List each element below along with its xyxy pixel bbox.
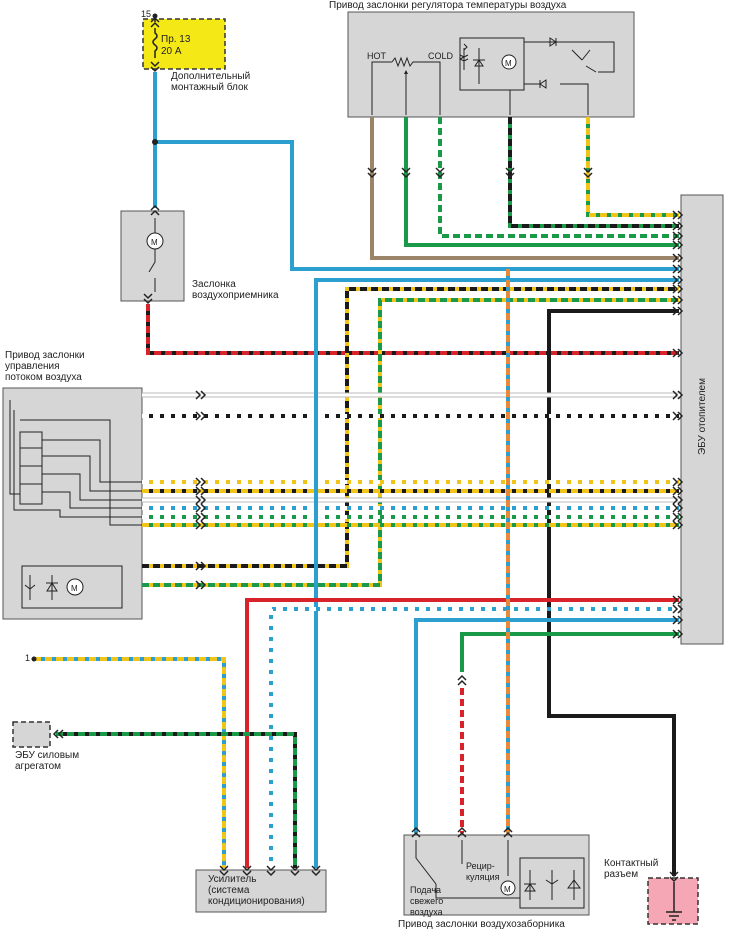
wire-black-green-motor xyxy=(508,117,679,228)
wire-green-black-engine xyxy=(56,732,297,868)
connector-box xyxy=(647,877,699,925)
fresh-air-label: Подача свежего воздуха xyxy=(410,885,444,917)
fuse-name-label: Пр. 13 xyxy=(161,34,191,45)
wire-yellow-green-switch xyxy=(586,117,679,217)
fuse-box xyxy=(142,18,226,70)
motor-label: M xyxy=(504,885,511,894)
connector-label: Контактный разъем xyxy=(604,858,659,880)
recirculation-label: Рецир- куляция xyxy=(466,861,500,882)
wire-green-yellow-1 xyxy=(142,298,679,587)
engine-ecu-label: ЭБУ силовым агрегатом xyxy=(15,750,80,772)
amplifier-box xyxy=(195,869,327,913)
temp-actuator-internals xyxy=(371,37,615,115)
heater-ecu-box xyxy=(680,194,724,645)
temp-actuator-label: Привод заслонки регулятора температуры в… xyxy=(329,0,567,11)
wire-green-recirc xyxy=(460,632,679,672)
wire-green-wiper xyxy=(404,117,679,247)
intake-actuator-label: Привод заслонки воздухозаборника xyxy=(398,919,565,930)
fuse-rating-label: 20 А xyxy=(161,46,182,57)
amplifier-label: Усилитель (система кондиционирования) xyxy=(208,874,305,907)
wire-blue-amp xyxy=(314,278,679,868)
pin-1-label: 1 xyxy=(25,653,31,663)
pin-15-label: 15 xyxy=(141,9,152,19)
junction-dot xyxy=(152,139,158,145)
cold-label: COLD xyxy=(428,51,454,61)
junction-dot xyxy=(31,656,37,662)
fuse-symbol xyxy=(152,28,158,58)
wire-brown-hot xyxy=(370,117,679,260)
intake-flap-label: Заслонка воздухоприемника xyxy=(192,279,279,301)
wire-blue-intake-act xyxy=(414,618,679,833)
airflow-actuator-label: Привод заслонки управления потоком возду… xyxy=(5,350,85,383)
motor-label: M xyxy=(151,238,158,247)
temp-actuator-box xyxy=(347,11,635,118)
ground-symbol xyxy=(666,882,682,921)
connector-chevrons xyxy=(52,16,684,883)
hot-label: HOT xyxy=(367,51,386,61)
wire-black-connector xyxy=(547,309,679,876)
motor-label: M xyxy=(71,584,78,593)
engine-ecu-box xyxy=(12,721,51,748)
wire-red-amp xyxy=(245,598,679,868)
intake-flap-internals xyxy=(146,218,164,292)
airflow-actuator-internals xyxy=(9,400,142,609)
motor-label: M xyxy=(505,59,512,68)
intake-actuator-box xyxy=(403,834,590,916)
wire-blue-white-amp xyxy=(269,607,679,868)
wires xyxy=(34,72,679,876)
wire-green-white-cold xyxy=(438,117,679,238)
wire-blue-branch-ecu xyxy=(155,140,679,271)
aux-block-label: Дополнительный монтажный блок xyxy=(171,71,251,93)
heater-ecu-label: ЭБУ отопителем xyxy=(697,378,708,455)
intake-flap-box xyxy=(120,210,185,302)
intake-actuator-internals xyxy=(415,840,585,909)
